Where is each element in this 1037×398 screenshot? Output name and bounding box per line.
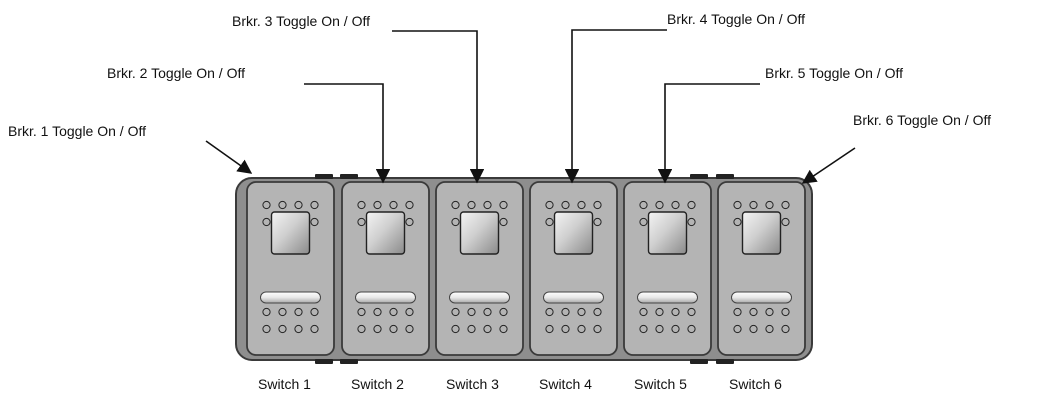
rocker-switch-4[interactable] <box>529 181 618 356</box>
callout-label: Brkr. 4 Toggle On / Off <box>667 11 805 27</box>
callout-brkr-5: Brkr. 5 Toggle On / Off <box>657 65 903 184</box>
switch-label-1: Switch 1 <box>258 376 311 392</box>
rocker-switch-1[interactable] <box>246 181 335 356</box>
callout-label: Brkr. 6 Toggle On / Off <box>853 112 991 128</box>
callout-brkr-1: Brkr. 1 Toggle On / Off <box>8 123 253 174</box>
panel-mounting-tabs <box>315 174 734 364</box>
switch-label-6: Switch 6 <box>729 376 782 392</box>
indicator-lens <box>355 291 416 304</box>
switch-label-5: Switch 5 <box>634 376 687 392</box>
indicator-dots <box>639 200 696 334</box>
indicator-lens <box>449 291 510 304</box>
switch-label-4: Switch 4 <box>539 376 592 392</box>
callout-label: Brkr. 3 Toggle On / Off <box>232 13 370 29</box>
indicator-lens <box>260 291 321 304</box>
indicator-dots <box>733 200 790 334</box>
rocker-actuator[interactable] <box>365 211 406 255</box>
switch-housing <box>341 181 430 356</box>
rocker-switch-3[interactable] <box>435 181 524 356</box>
callout-label: Brkr. 1 Toggle On / Off <box>8 123 146 139</box>
callout-arrow <box>801 147 856 184</box>
callout-label: Brkr. 5 Toggle On / Off <box>765 65 903 81</box>
rocker-actuator[interactable] <box>741 211 782 255</box>
indicator-lens <box>731 291 792 304</box>
callout-brkr-3: Brkr. 3 Toggle On / Off <box>232 13 485 184</box>
callout-arrow <box>657 83 760 184</box>
switch-housing <box>246 181 335 356</box>
callout-brkr-6: Brkr. 6 Toggle On / Off <box>801 112 991 184</box>
switch-housing <box>717 181 806 356</box>
rocker-actuator[interactable] <box>553 211 594 255</box>
rocker-switch-6[interactable] <box>717 181 806 356</box>
indicator-lens <box>543 291 604 304</box>
callout-arrow <box>205 140 253 174</box>
rocker-actuator[interactable] <box>647 211 688 255</box>
callout-brkr-4: Brkr. 4 Toggle On / Off <box>564 11 805 184</box>
rocker-switch-5[interactable] <box>623 181 712 356</box>
switch-label-3: Switch 3 <box>446 376 499 392</box>
rocker-actuator[interactable] <box>270 211 311 255</box>
rocker-switch-2[interactable] <box>341 181 430 356</box>
callout-arrow <box>564 29 667 184</box>
rocker-actuator[interactable] <box>459 211 500 255</box>
switch-housing <box>529 181 618 356</box>
indicator-dots <box>545 200 602 334</box>
callout-arrow <box>304 83 391 184</box>
switch-housing <box>435 181 524 356</box>
indicator-dots <box>357 200 414 334</box>
switch-housing <box>623 181 712 356</box>
indicator-dots <box>262 200 319 334</box>
callout-label: Brkr. 2 Toggle On / Off <box>107 65 245 81</box>
indicator-dots <box>451 200 508 334</box>
callout-arrow <box>392 30 485 184</box>
switch-label-2: Switch 2 <box>351 376 404 392</box>
indicator-lens <box>637 291 698 304</box>
callout-brkr-2: Brkr. 2 Toggle On / Off <box>107 65 391 184</box>
